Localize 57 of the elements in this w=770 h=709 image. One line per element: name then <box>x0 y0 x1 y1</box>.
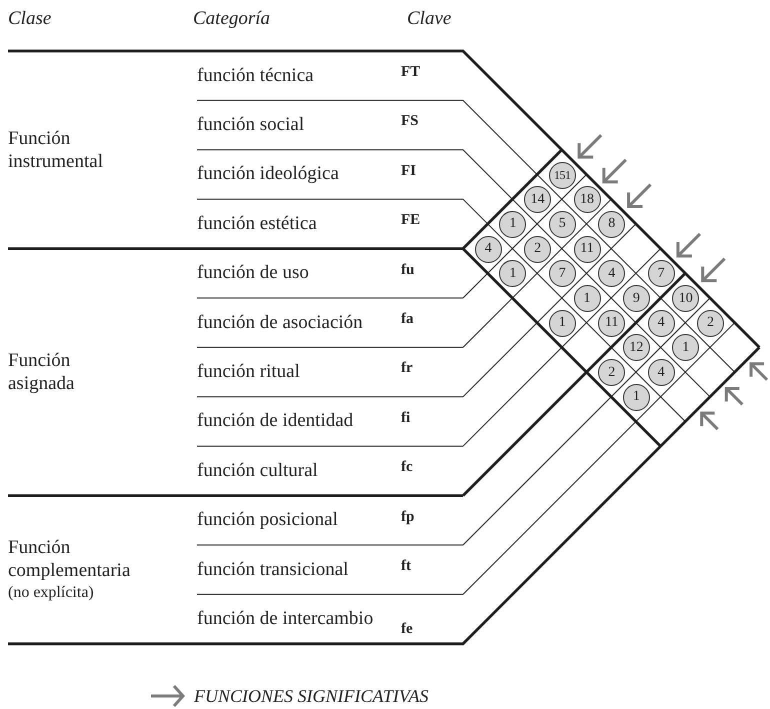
value-circle: 2 <box>598 359 626 386</box>
value-circle: 4 <box>648 310 675 337</box>
column-header: Categoría <box>193 8 270 30</box>
value-circle: 7 <box>548 260 576 288</box>
key-code: FE <box>401 211 420 230</box>
value-circle: 9 <box>622 285 650 312</box>
key-code: FI <box>401 162 416 180</box>
value-circle: 5 <box>548 210 576 238</box>
value-circle: 4 <box>474 236 502 263</box>
column-header: Clave <box>407 8 452 30</box>
value-circle: 1 <box>548 310 576 337</box>
category-label: función técnica <box>197 64 314 87</box>
value-circle: 4 <box>648 359 675 386</box>
value-circle: 8 <box>598 210 626 238</box>
value-circle: 1 <box>499 210 526 238</box>
value-circle: 4 <box>598 260 626 288</box>
category-label: función cultural <box>197 460 318 482</box>
value-circle: 10 <box>672 285 700 312</box>
class-label: Función complementaria <box>8 536 130 582</box>
category-label: función transicional <box>197 558 348 581</box>
value-circle: 7 <box>648 260 675 288</box>
category-label: función ritual <box>197 361 300 384</box>
column-header: Clase <box>8 8 52 30</box>
value-circle: 1 <box>499 260 526 288</box>
class-label: Función asignada <box>8 349 74 396</box>
key-code: fi <box>401 408 410 427</box>
value-circle: 11 <box>574 236 600 263</box>
key-code: fa <box>401 310 414 328</box>
legend-label: FUNCIONES SIGNIFICATIVAS <box>194 685 428 707</box>
value-circle: 1 <box>574 285 600 312</box>
key-code: fr <box>401 359 413 378</box>
value-circle: 1 <box>672 334 700 362</box>
class-note: (no explícita) <box>8 583 95 604</box>
category-label: función de uso <box>197 262 309 284</box>
value-circle: 12 <box>622 334 650 362</box>
category-label: función de asociación <box>197 312 363 334</box>
value-circle: 18 <box>574 186 600 214</box>
category-label: función de intercambio <box>197 608 374 630</box>
key-code: fe <box>401 620 413 638</box>
category-label: función posicional <box>197 509 338 532</box>
key-code: FT <box>401 63 420 81</box>
category-label: función de identidad <box>197 410 354 432</box>
category-label: función estética <box>197 212 317 235</box>
key-code: FS <box>401 112 419 130</box>
value-circle: 2 <box>524 236 552 263</box>
value-circle: 1 <box>622 384 650 411</box>
value-circle: 11 <box>598 310 626 337</box>
value-circle: 2 <box>697 310 724 337</box>
category-label: función social <box>197 114 304 136</box>
category-label: función ideológica <box>197 163 339 186</box>
key-code: fc <box>401 458 413 476</box>
value-circle: 14 <box>524 186 552 214</box>
class-label: Función instrumental <box>8 126 103 173</box>
key-code: ft <box>401 556 411 575</box>
value-circle: 151 <box>548 162 576 188</box>
key-code: fu <box>401 260 414 279</box>
key-code: fp <box>401 508 414 526</box>
